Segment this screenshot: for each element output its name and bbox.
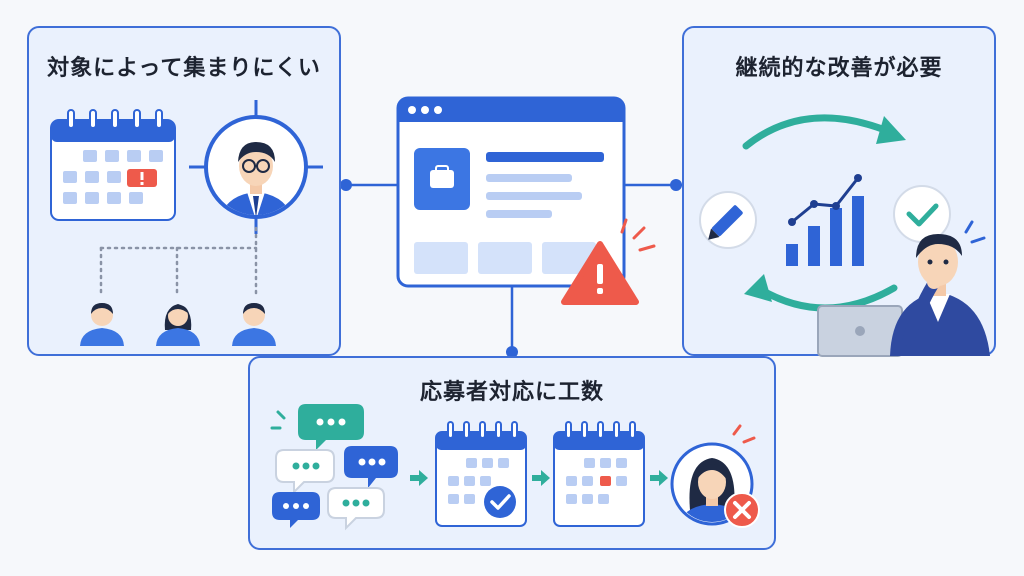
person-icon <box>80 303 124 346</box>
connector-dot-bottom <box>506 346 518 358</box>
panel-title-improve: 継続的な改善が必要 <box>735 56 943 81</box>
panel-applicants: 応募者対応に工数 <box>248 356 776 550</box>
panel-title-target: 対象によって集まりにくい <box>47 56 321 81</box>
panel-improve: 継続的な改善が必要 <box>682 26 996 357</box>
calendar-check-icon <box>435 421 527 527</box>
connector-dot-left <box>340 179 352 191</box>
person-icon <box>156 304 200 346</box>
applicant-cancel-icon <box>670 424 760 528</box>
improvement-cycle-icon <box>699 114 990 357</box>
arrow-right-icon <box>410 470 428 486</box>
chat-bubbles-icon <box>270 404 398 531</box>
panel-target: 対象によって集まりにくい <box>27 26 341 356</box>
person-icon <box>232 303 276 346</box>
connector-dot-right <box>670 179 682 191</box>
arrow-right-icon <box>532 470 550 486</box>
target-person-icon <box>189 100 323 234</box>
job-posting-window-icon <box>396 96 656 305</box>
panel-title-applicants: 応募者対応に工数 <box>419 380 604 405</box>
calendar-alert-icon <box>50 109 176 221</box>
arrow-right-icon <box>650 470 668 486</box>
dotted-connectors <box>99 226 258 298</box>
calendar-icon <box>553 421 645 527</box>
